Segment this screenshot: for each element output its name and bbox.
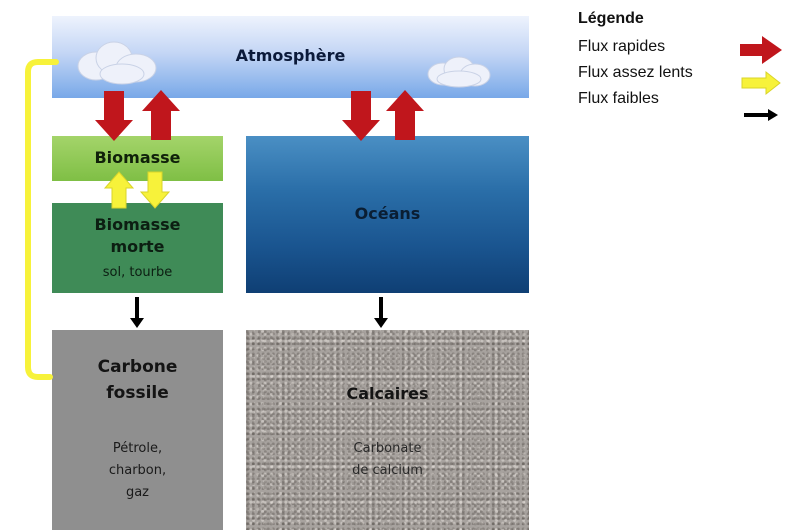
calcaires-label: Calcaires — [346, 384, 429, 403]
atmosphere-label: Atmosphère — [235, 46, 346, 65]
red-arrow-down-biomasse — [95, 91, 133, 141]
oceans-label: Océans — [354, 204, 421, 223]
biomasse-box: Biomasse — [52, 136, 223, 181]
carbone-fossile-title: Carbone fossile — [52, 354, 223, 406]
biomasse-morte-box: Biomasse morte sol, tourbe — [52, 203, 223, 293]
atmosphere-box: Atmosphère — [52, 16, 529, 98]
legend-item-flux-rapides: Flux rapides — [578, 38, 666, 55]
red-arrow-up-biomasse — [142, 90, 180, 140]
cloud-icon — [77, 41, 157, 85]
legend-black-arrow-icon — [744, 109, 778, 121]
red-arrow-up-oceans — [386, 90, 424, 140]
carbone-fossile-detail: Pétrole, charbon, gaz — [52, 438, 223, 504]
black-arrow-down-fossile — [130, 297, 144, 328]
carbone-fossile-box: Carbone fossile Pétrole, charbon, gaz — [52, 330, 223, 530]
red-arrow-down-oceans — [342, 91, 380, 141]
legend-title: Légende — [578, 10, 644, 27]
calcaires-box: Calcaires Carbonate de calcium — [246, 330, 529, 530]
yellow-arrow-up — [103, 171, 135, 209]
legend-red-arrow-icon — [740, 36, 782, 64]
legend-swatches — [740, 36, 782, 121]
calcaires-detail: Carbonate de calcium — [246, 438, 529, 482]
biomasse-morte-line1: Biomasse — [94, 215, 181, 234]
yellow-loop-arrow — [25, 59, 59, 380]
legend-item-flux-faibles: Flux faibles — [578, 90, 659, 107]
calcaires-detail2: de calcium — [352, 463, 423, 478]
carbone-fossile-detail2: charbon, — [108, 463, 167, 478]
carbone-fossile-line1: Carbone — [97, 357, 178, 377]
legend: Légende Flux rapides Flux assez lents Fl… — [578, 8, 787, 128]
biomasse-morte-title: Biomasse morte — [52, 214, 223, 258]
carbone-fossile-detail1: Pétrole, — [112, 441, 163, 456]
cloud-icon — [427, 56, 491, 88]
oceans-box: Océans — [246, 136, 529, 293]
legend-item-flux-assez-lents: Flux assez lents — [578, 64, 693, 81]
calcaires-detail1: Carbonate — [353, 441, 422, 456]
black-arrow-down-calcaires — [374, 297, 388, 328]
biomasse-morte-line2: morte — [110, 237, 165, 256]
legend-yellow-arrow-icon — [741, 70, 781, 96]
biomasse-morte-detail: sol, tourbe — [102, 265, 173, 280]
biomasse-label: Biomasse — [94, 148, 181, 167]
carbone-fossile-detail3: gaz — [125, 485, 150, 500]
yellow-arrow-down — [139, 171, 171, 209]
carbone-fossile-line2: fossile — [106, 383, 169, 403]
